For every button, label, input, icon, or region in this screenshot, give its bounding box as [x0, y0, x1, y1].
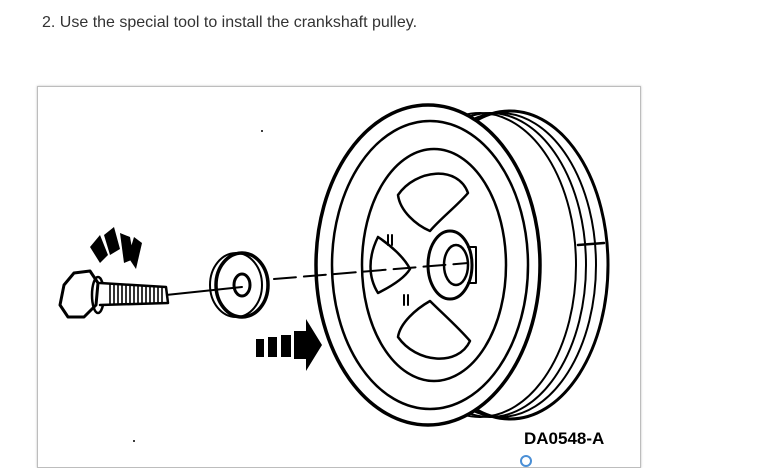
washer-outer — [214, 251, 270, 319]
pulley-hub-web — [360, 147, 508, 383]
pulley-cutout-lower — [396, 299, 472, 360]
pulley-keyway — [467, 246, 477, 284]
timing-mark-2 — [403, 294, 409, 306]
install-direction-arrow — [256, 319, 322, 371]
crankshaft-pulley-figure: DA0548-A — [37, 86, 641, 468]
pulley-front-rim — [330, 119, 530, 411]
rotation-arrow — [90, 227, 142, 269]
pulley-cutout-left — [369, 235, 412, 295]
centerline-mid — [273, 262, 469, 280]
step-instruction: 2. Use the special tool to install the c… — [42, 14, 418, 31]
figure-code-label: DA0548-A — [524, 429, 605, 448]
timing-mark-1 — [387, 234, 393, 246]
bolt-head — [58, 269, 100, 319]
pulley-cutout-upper — [396, 172, 470, 233]
pulley-hub — [426, 229, 474, 301]
pulley-illustration — [58, 103, 610, 442]
scroll-indicator-icon — [520, 455, 532, 467]
washer-edge — [209, 252, 263, 318]
centerline-right — [576, 241, 606, 247]
bolt-centerline — [165, 286, 243, 296]
washer-inner — [232, 272, 252, 298]
